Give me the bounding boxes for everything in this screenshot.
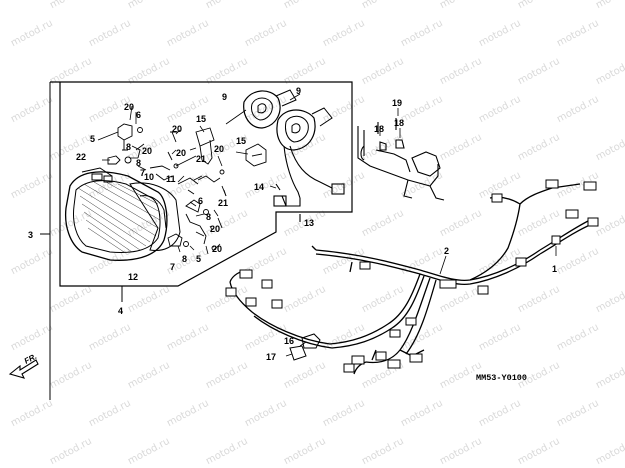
callout-18a: 18 <box>374 124 384 134</box>
callout-9a: 9 <box>222 92 227 102</box>
callout-20f: 20 <box>210 224 220 234</box>
callout-10: 10 <box>144 172 154 182</box>
callout-8d: 8 <box>182 254 187 264</box>
headlight-housing <box>129 182 181 251</box>
callout-13: 13 <box>304 218 314 228</box>
callout-5b: 5 <box>196 254 201 264</box>
callout-4: 4 <box>118 306 123 316</box>
assembly-box <box>50 81 353 287</box>
callout-20g: 20 <box>212 244 222 254</box>
headlight-lens <box>64 167 168 261</box>
callout-20c: 20 <box>172 124 182 134</box>
lamp-covers <box>243 89 333 151</box>
callout-11: 11 <box>166 174 176 184</box>
callout-21a: 21 <box>196 154 206 164</box>
leader-lines <box>97 93 557 357</box>
callout-20e: 20 <box>214 144 224 154</box>
callout-8b: 8 <box>136 158 141 168</box>
front-arrow <box>8 359 39 379</box>
callout-8a: 8 <box>126 142 131 152</box>
reference-code: MM53-Y0100 <box>476 373 527 383</box>
callout-19: 19 <box>392 98 402 108</box>
callout-6b: 6 <box>198 196 203 206</box>
callout-14: 14 <box>254 182 264 192</box>
callout-17: 17 <box>266 352 276 362</box>
callout-18b: 18 <box>394 118 404 128</box>
callout-21b: 21 <box>218 198 228 208</box>
callout-15b: 15 <box>236 136 246 146</box>
callout-9b: 9 <box>296 86 301 96</box>
sub-harness <box>273 145 345 222</box>
callout-1: 1 <box>552 264 557 274</box>
callout-20d: 20 <box>176 148 186 158</box>
callout-7b: 7 <box>170 262 175 272</box>
callout-15a: 15 <box>196 114 206 124</box>
callout-20a: 20 <box>124 102 134 112</box>
callout-20b: 20 <box>142 146 152 156</box>
clamps <box>289 333 321 361</box>
callout-16: 16 <box>284 336 294 346</box>
callouts: 1 2 3 4 5 5 6 6 7 7 8 8 8 8 9 9 10 11 12… <box>23 86 557 383</box>
callout-6a: 6 <box>136 110 141 120</box>
callout-22: 22 <box>76 152 86 162</box>
callout-7a: 7 <box>140 168 145 178</box>
harness-connectors <box>225 179 599 373</box>
stay-bracket <box>357 118 445 201</box>
callout-3: 3 <box>28 230 33 240</box>
small-parts <box>107 123 267 251</box>
callout-2: 2 <box>444 246 449 256</box>
callout-12: 12 <box>128 272 138 282</box>
callout-8c: 8 <box>206 212 211 222</box>
callout-5a: 5 <box>90 134 95 144</box>
